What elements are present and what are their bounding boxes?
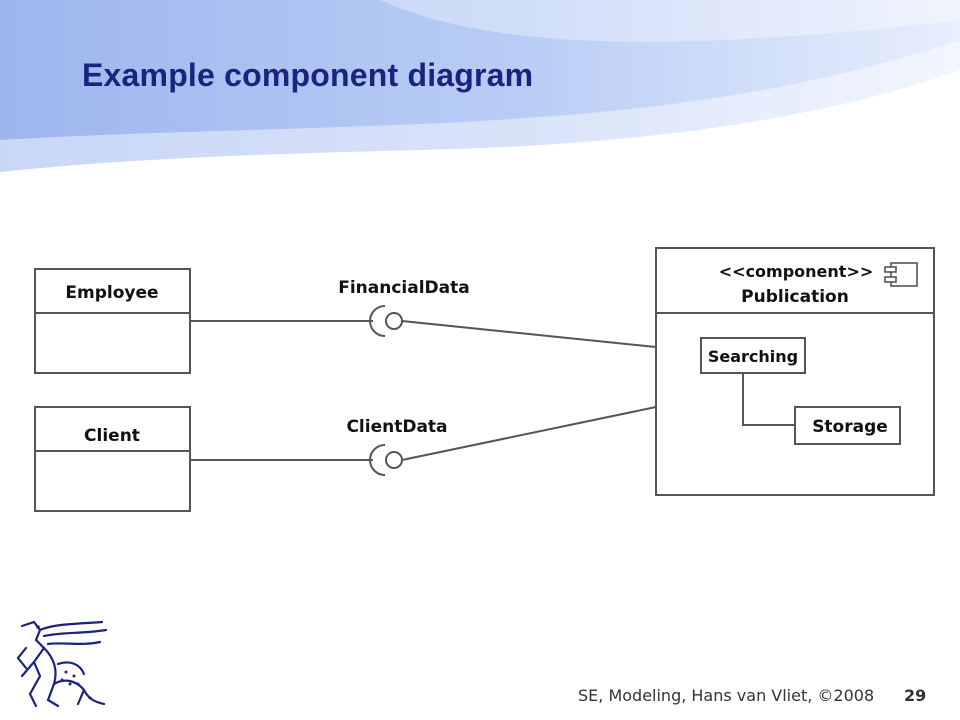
footer-credit: SE, Modeling, Hans van Vliet, ©2008 [578, 686, 875, 705]
interface-financialdata-symbol [369, 305, 403, 337]
connector-searching-storage [742, 373, 795, 426]
interface-clientdata-symbol [369, 444, 403, 476]
class-employee [34, 268, 191, 374]
connector-financialdata-publication [401, 320, 657, 348]
component-icon [884, 262, 918, 287]
header-background [0, 0, 960, 175]
part-searching-box [700, 337, 806, 374]
interface-financialdata-label: FinancialData [338, 278, 470, 298]
interface-clientdata-label: ClientData [346, 417, 447, 437]
class-client [34, 406, 191, 512]
class-employee-name: Employee [65, 283, 158, 303]
component-stereotype: <<component>> [719, 262, 874, 281]
part-searching-label: Searching [708, 347, 798, 366]
component-publication-name: Publication [741, 287, 849, 307]
part-storage-label: Storage [812, 417, 888, 437]
university-logo-icon [16, 620, 108, 708]
page-number: 29 [904, 686, 927, 705]
connector-clientdata-publication [401, 406, 657, 461]
class-client-name: Client [84, 426, 140, 446]
slide-title: Example component diagram [82, 57, 534, 93]
